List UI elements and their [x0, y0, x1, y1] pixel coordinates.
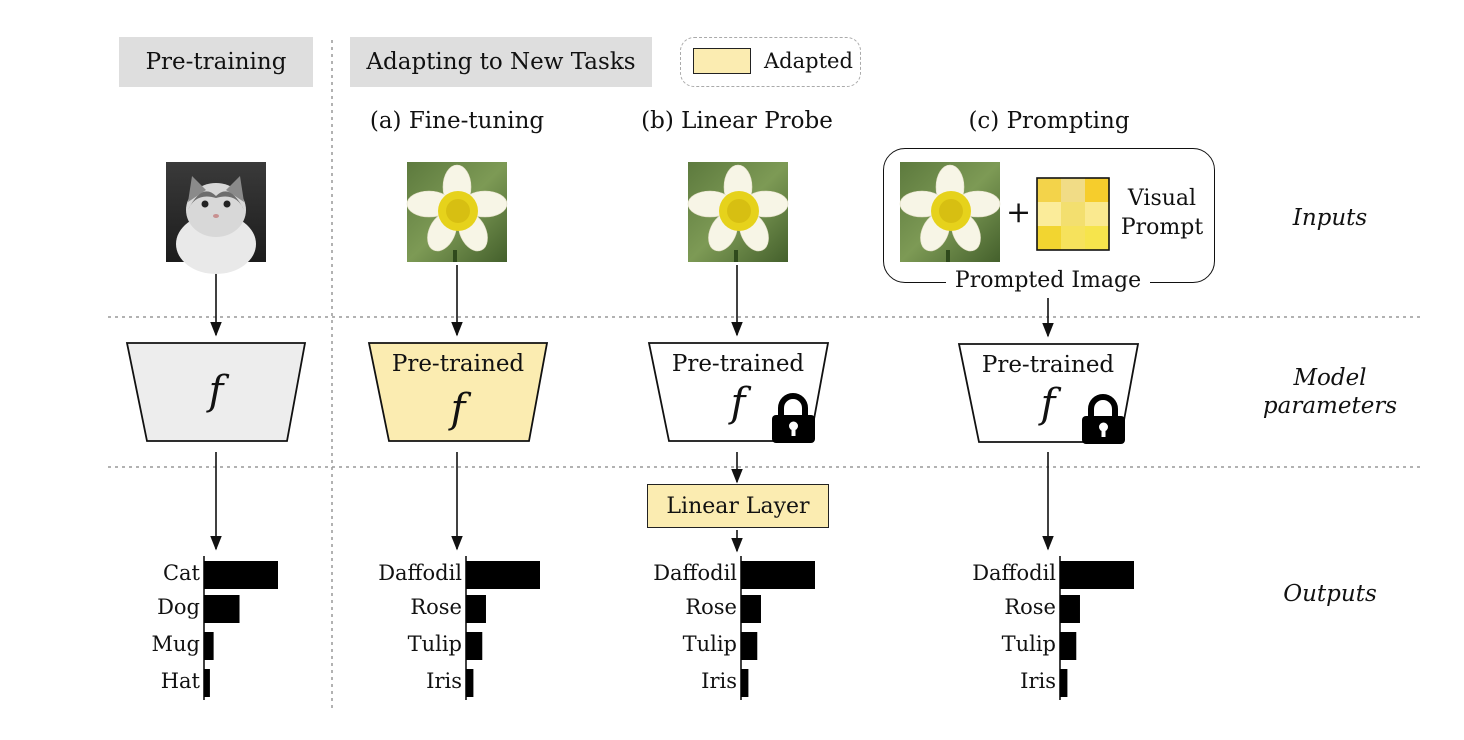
- pretraining-header: Pre-training: [119, 37, 313, 87]
- chart-category-label-mug: Mug: [151, 632, 200, 656]
- prompting-model-label: Pre-trained: [981, 352, 1115, 378]
- chart-bar-daffodil: [466, 561, 540, 589]
- chart-category-label-tulip: Tulip: [1001, 632, 1056, 656]
- linearprobe-model-label: Pre-trained: [671, 351, 805, 377]
- visual-prompt-cell: [1085, 202, 1109, 226]
- chart-category-label-iris: Iris: [1020, 669, 1056, 693]
- chart-bar-rose: [1060, 595, 1080, 623]
- prompted-image-caption: Prompted Image: [946, 268, 1150, 293]
- chart-category-label-rose: Rose: [1004, 595, 1056, 619]
- row-label-model-line1: Model: [1293, 365, 1367, 391]
- finetune-model-f: f: [450, 386, 466, 432]
- visual-prompt-label-line1: Visual: [1127, 186, 1197, 211]
- chart-bar-tulip: [466, 632, 483, 660]
- fine-tuning-title: (a) Fine-tuning: [369, 108, 545, 134]
- chart-bar-iris: [466, 669, 474, 697]
- chart-bar-hat: [204, 669, 210, 697]
- finetune-model-label: Pre-trained: [391, 351, 525, 377]
- prompting-title: (c) Prompting: [968, 108, 1130, 134]
- visual-prompt-cell: [1037, 226, 1061, 250]
- output-charts: [203, 556, 1134, 700]
- chart-category-label-hat: Hat: [160, 669, 200, 693]
- chart-bar-tulip: [741, 632, 758, 660]
- legend: Adapted: [680, 37, 861, 87]
- linear-layer-box: Linear Layer: [647, 484, 829, 528]
- plus-sign: +: [1006, 195, 1032, 230]
- chart-category-label-cat: Cat: [162, 561, 200, 585]
- legend-adapted-label: Adapted: [764, 49, 853, 73]
- chart-category-label-iris: Iris: [426, 669, 462, 693]
- visual-prompt-border: [1036, 177, 1110, 251]
- visual-prompt-label-line2: Prompt: [1120, 215, 1204, 240]
- pretrain-model-f: f: [208, 368, 224, 414]
- chart-category-label-rose: Rose: [685, 595, 737, 619]
- visual-prompt-grid: [1037, 178, 1109, 250]
- pretrain-model-trapezoid: [125, 342, 307, 442]
- chart-bar-daffodil: [1060, 561, 1134, 589]
- chart-category-label-daffodil: Daffodil: [972, 561, 1056, 585]
- chart-bar-tulip: [1060, 632, 1077, 660]
- visual-prompt-cell: [1061, 202, 1085, 226]
- legend-adapted-swatch: [693, 48, 751, 74]
- row-label-model-parameters: Model parameters: [1250, 364, 1410, 420]
- visual-prompt-label: Visual Prompt: [1112, 184, 1212, 242]
- chart-category-label-rose: Rose: [410, 595, 462, 619]
- finetune-model-trapezoid: [367, 342, 549, 442]
- daffodil-image: [899, 162, 1001, 262]
- chart-category-label-daffodil: Daffodil: [378, 561, 462, 585]
- chart-category-label-tulip: Tulip: [682, 632, 737, 656]
- adapting-header: Adapting to New Tasks: [350, 37, 652, 87]
- daffodil-image: [406, 162, 508, 262]
- row-label-outputs: Outputs: [1283, 581, 1377, 607]
- linearprobe-model-f: f: [730, 380, 746, 426]
- chart-category-label-iris: Iris: [701, 669, 737, 693]
- row-label-inputs: Inputs: [1292, 205, 1368, 231]
- visual-prompt-cell: [1037, 202, 1061, 226]
- chart-bar-daffodil: [741, 561, 815, 589]
- chart-bar-iris: [1060, 669, 1068, 697]
- chart-bar-iris: [741, 669, 749, 697]
- chart-bar-rose: [741, 595, 761, 623]
- chart-bar-rose: [466, 595, 486, 623]
- chart-bar-cat: [204, 561, 278, 589]
- chart-category-label-dog: Dog: [157, 595, 200, 619]
- prompting-model-f: f: [1040, 381, 1056, 427]
- row-label-model-line2: parameters: [1262, 393, 1398, 419]
- visual-prompt-cell: [1085, 226, 1109, 250]
- chart-category-label-daffodil: Daffodil: [653, 561, 737, 585]
- daffodil-image: [687, 162, 789, 262]
- linear-probe-title: (b) Linear Probe: [641, 108, 833, 134]
- chart-category-label-tulip: Tulip: [407, 632, 462, 656]
- visual-prompt-cell: [1061, 178, 1085, 202]
- chart-bar-dog: [204, 595, 240, 623]
- visual-prompt-cell: [1085, 178, 1109, 202]
- lock-icon: [772, 393, 815, 443]
- chart-bar-mug: [204, 632, 214, 660]
- visual-prompt-cell: [1061, 226, 1085, 250]
- visual-prompt-cell: [1037, 178, 1061, 202]
- lock-icon: [1082, 394, 1125, 444]
- cat-image: [166, 162, 266, 274]
